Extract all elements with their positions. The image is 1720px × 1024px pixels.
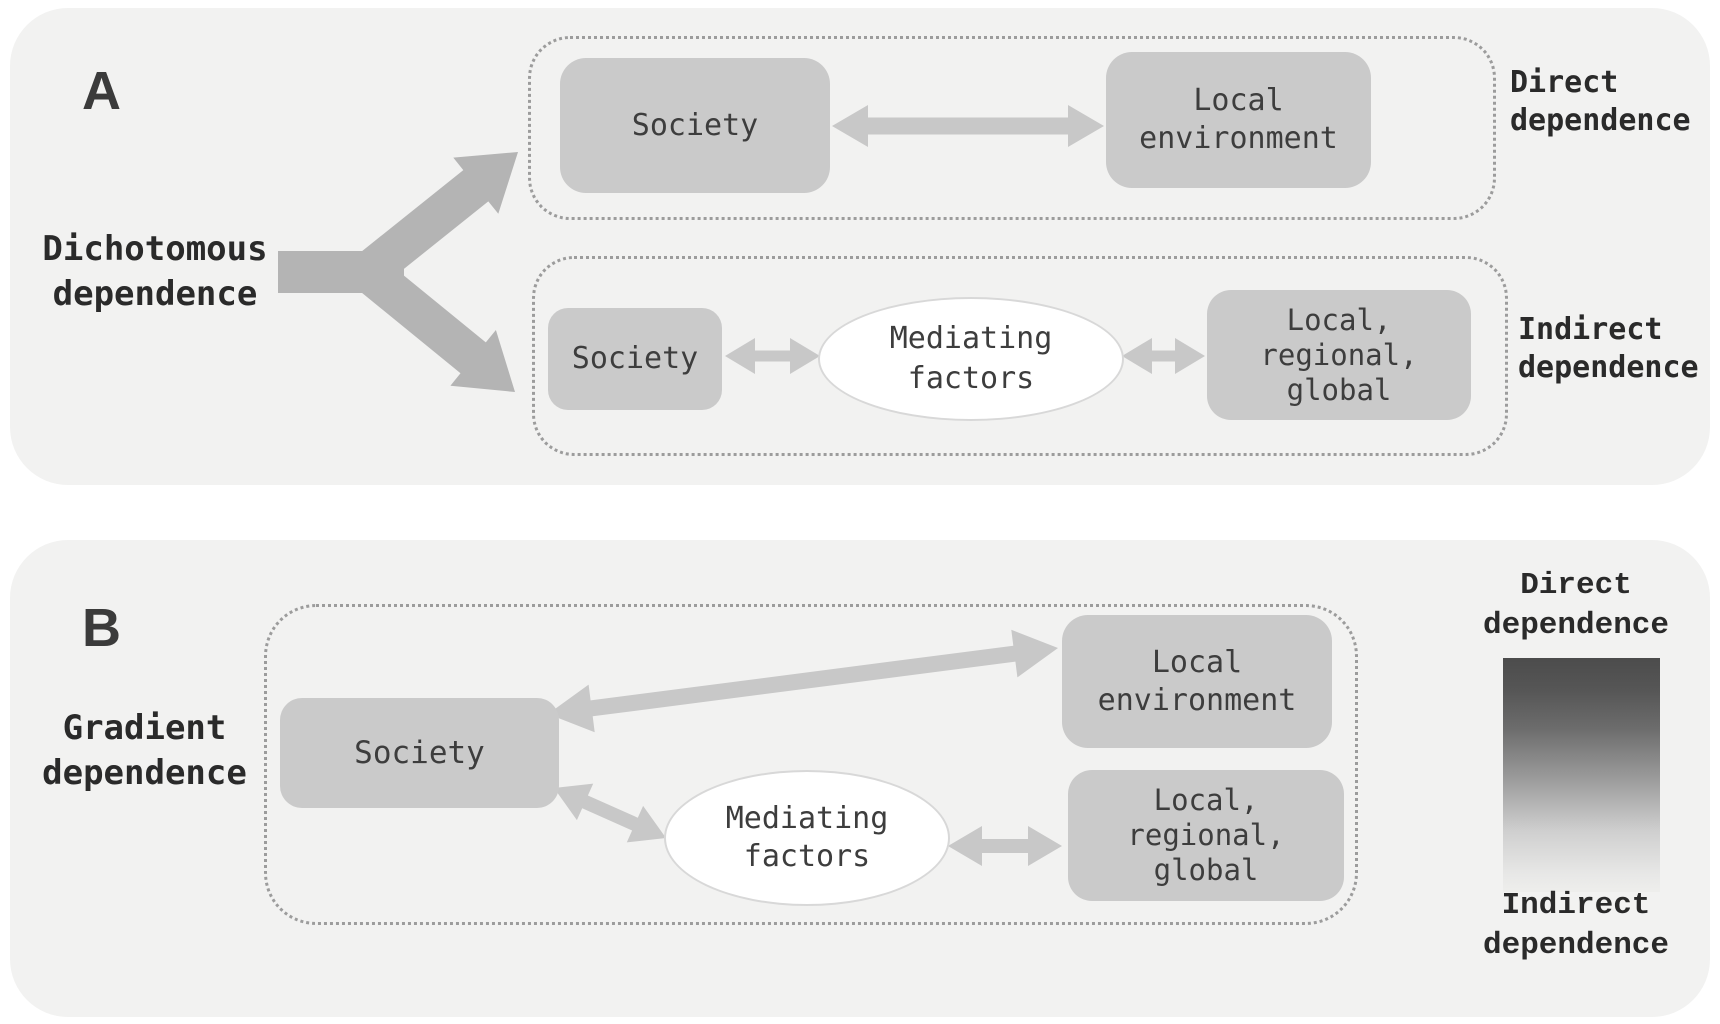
indirect-dependence-label: Indirect dependence (1518, 312, 1699, 385)
panel-b-tag: B (82, 598, 121, 658)
direct-group-outline (528, 36, 1496, 220)
local-environment-node-b: Local environment (1062, 615, 1332, 748)
society-node-b: Society (280, 698, 559, 808)
mediating-factors-node-indirect: Mediating factors (818, 297, 1124, 421)
gradient-dependence-label: Gradient dependence (42, 708, 247, 793)
panel-a-tag: A (82, 61, 121, 121)
local-regional-global-node-b: Local, regional, global (1068, 770, 1344, 901)
dependence-gradient-bar (1503, 658, 1660, 892)
direct-dependence-label: Direct dependence (1510, 65, 1691, 138)
mediating-factors-node-b: Mediating factors (664, 770, 950, 906)
society-node-indirect: Society (548, 308, 722, 410)
society-node-direct: Society (560, 58, 830, 193)
dichotomous-dependence-label: Dichotomous dependence (42, 229, 268, 314)
gradient-group-outline (264, 604, 1358, 925)
local-regional-global-node-indirect: Local, regional, global (1207, 290, 1471, 420)
legend-indirect-dependence-label: Indirect dependence (1482, 888, 1670, 963)
local-environment-node-direct: Local environment (1106, 52, 1371, 188)
legend-direct-dependence-label: Direct dependence (1482, 568, 1670, 643)
indirect-group-outline (532, 256, 1508, 456)
